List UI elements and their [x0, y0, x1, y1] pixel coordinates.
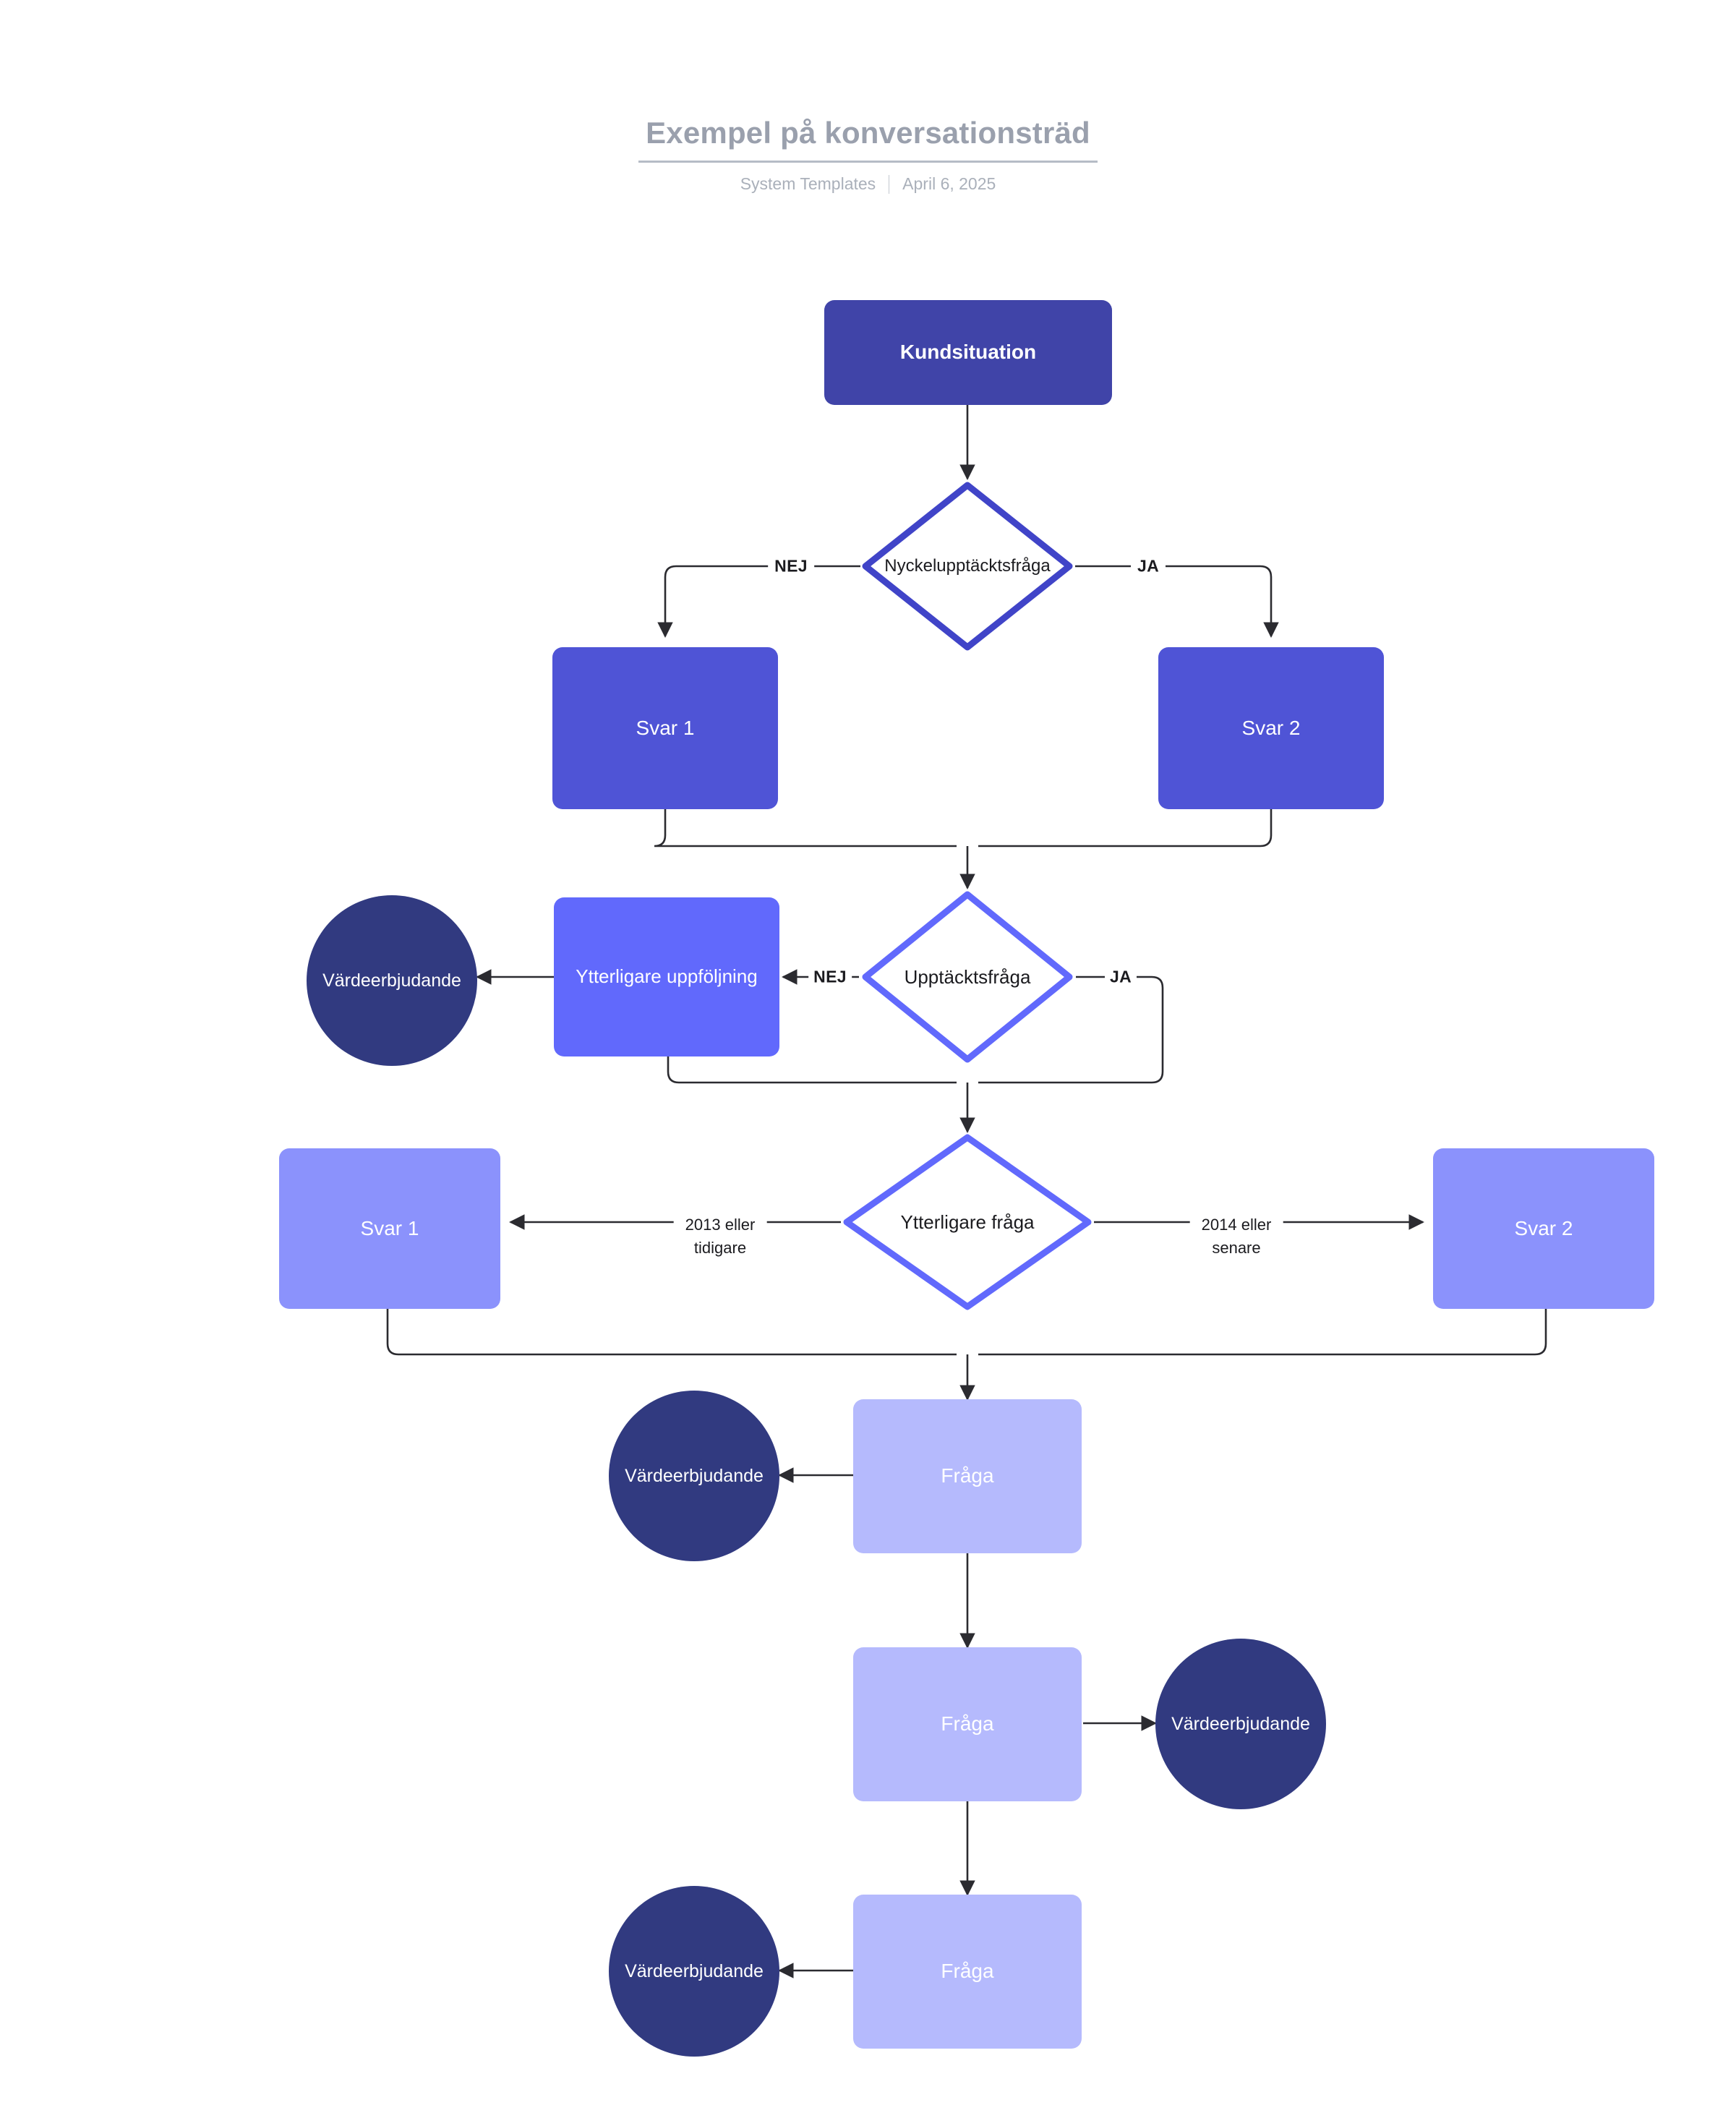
- edge-answer2a-merge: [978, 809, 1273, 848]
- edge-answer2b-merge: [978, 1309, 1547, 1356]
- edge-label-year-later: 2014 eller senare: [1189, 1213, 1283, 1260]
- node-svar-2-b[interactable]: Svar 2: [1433, 1148, 1654, 1309]
- header-date: April 6, 2025: [902, 174, 996, 193]
- node-label: Värdeerbjudande: [1171, 1713, 1310, 1734]
- node-fraga-2[interactable]: Fråga: [853, 1647, 1082, 1801]
- node-vardeerbjudande-4[interactable]: Värdeerbjudande: [609, 1886, 779, 2057]
- edge-key-no: [657, 565, 860, 638]
- diagram-header: Exempel på konversationsträd System Temp…: [0, 116, 1736, 194]
- edge-followup-merge: [667, 1056, 957, 1084]
- node-kundsituation[interactable]: Kundsituation: [824, 300, 1112, 405]
- edge-label-line-1: 2014 eller: [1201, 1216, 1272, 1234]
- edge-discovery-yes: [978, 976, 1164, 1084]
- node-vardeerbjudande-1[interactable]: Värdeerbjudande: [307, 895, 477, 1066]
- edge-label-discovery-no: NEJ: [808, 965, 852, 989]
- node-vardeerbjudande-2[interactable]: Värdeerbjudande: [609, 1391, 779, 1561]
- node-fraga-3[interactable]: Fråga: [853, 1895, 1082, 2049]
- node-label: Värdeerbjudande: [322, 970, 461, 991]
- diamond-shape: [862, 891, 1073, 1063]
- node-upptacktsfraga[interactable]: Upptäcktsfråga: [859, 888, 1076, 1066]
- edge-label-key-yes: JA: [1130, 554, 1166, 579]
- edge-label-line-2: tidigare: [693, 1239, 747, 1257]
- node-label: Svar 2: [1514, 1216, 1573, 1239]
- node-label: Svar 2: [1241, 716, 1301, 739]
- node-label: Svar 1: [360, 1216, 419, 1239]
- node-nyckelupptacktsfraga[interactable]: Nyckelupptäcktsfråga: [859, 479, 1076, 654]
- node-label: Upptäcktsfråga: [904, 965, 1031, 988]
- edge-answer1a-merge: [654, 809, 957, 848]
- node-label: Värdeerbjudande: [625, 1465, 764, 1486]
- edge-key-yes: [1075, 565, 1279, 638]
- node-label: Nyckelupptäcktsfråga: [884, 556, 1051, 576]
- page-title: Exempel på konversationsträd: [638, 116, 1098, 163]
- edge-label-line-2: senare: [1212, 1239, 1261, 1257]
- node-svar-1-a[interactable]: Svar 1: [552, 647, 778, 809]
- node-label: Ytterligare uppföljning: [576, 965, 758, 988]
- node-fraga-1[interactable]: Fråga: [853, 1399, 1082, 1553]
- node-ytterligare-fraga[interactable]: Ytterligare fråga: [841, 1132, 1094, 1312]
- edge-label-year-earlier: 2013 eller tidigare: [673, 1213, 767, 1260]
- node-label: Svar 1: [636, 716, 695, 739]
- node-label: Kundsituation: [899, 341, 1037, 364]
- edge-label-key-no: NEJ: [768, 554, 814, 579]
- node-label: Fråga: [941, 1464, 994, 1487]
- node-svar-2-a[interactable]: Svar 2: [1158, 647, 1384, 809]
- node-label: Värdeerbjudande: [625, 1960, 764, 1981]
- edge-answer1b-merge: [386, 1309, 957, 1356]
- node-ytterligare-uppfoljning[interactable]: Ytterligare uppföljning: [554, 897, 779, 1056]
- node-label: Fråga: [941, 1960, 994, 1983]
- header-subtitle: System Templates April 6, 2025: [0, 174, 1736, 194]
- node-label: Fråga: [941, 1712, 994, 1736]
- header-source: System Templates: [740, 174, 876, 193]
- node-vardeerbjudande-3[interactable]: Värdeerbjudande: [1155, 1639, 1326, 1809]
- edge-label-discovery-yes: JA: [1104, 965, 1137, 989]
- diamond-shape: [862, 482, 1073, 651]
- node-svar-1-b[interactable]: Svar 1: [279, 1148, 500, 1309]
- edge-label-line-1: 2013 eller: [685, 1216, 756, 1234]
- node-label: Ytterligare fråga: [900, 1211, 1035, 1233]
- diamond-shape: [843, 1134, 1092, 1310]
